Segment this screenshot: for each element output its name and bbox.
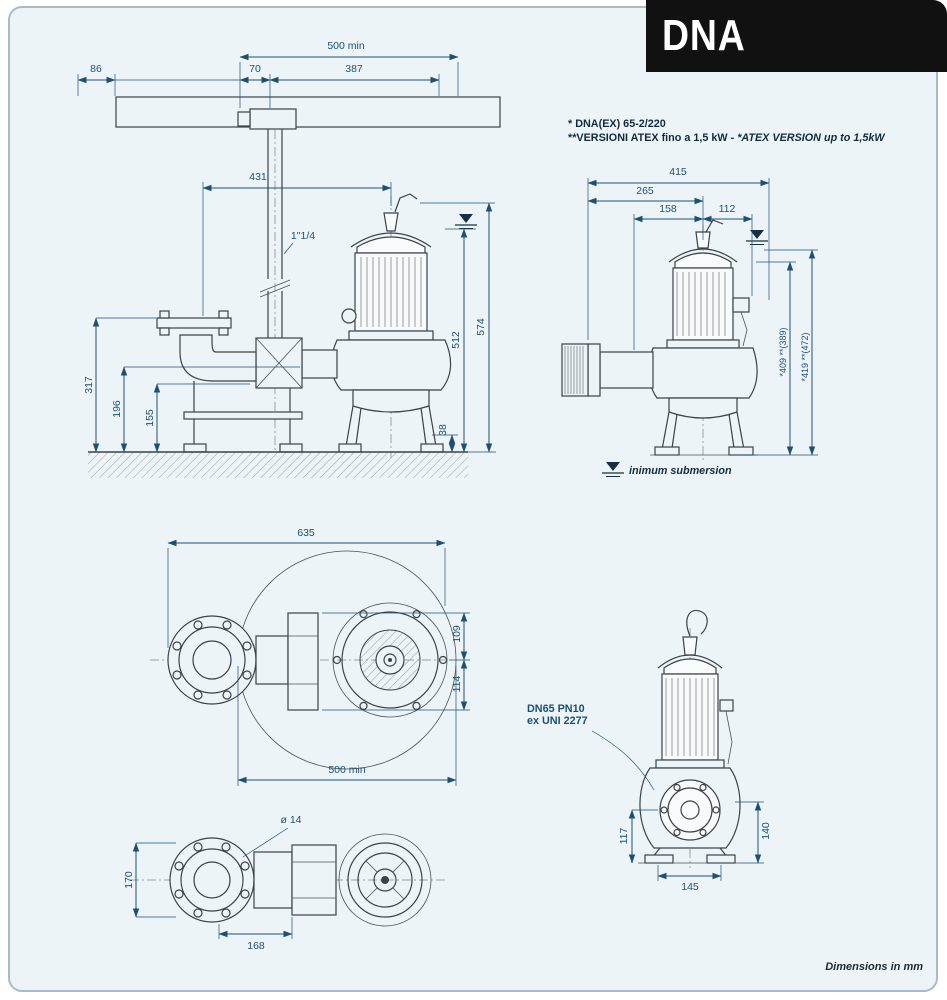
dim-label-500min: 500 min	[327, 40, 365, 52]
minimum-submersion-icon	[601, 461, 625, 478]
dim-label-170: 170	[123, 871, 135, 889]
guide-claw-plan	[255, 612, 319, 711]
dim-label-419: *419 **(472)	[800, 332, 810, 382]
flange-spec-line2: ex UNI 2277	[527, 715, 588, 727]
dim-label-hole-14: ø 14	[280, 814, 302, 826]
dim-label-574: 574	[475, 318, 487, 336]
pump-plan	[332, 602, 448, 718]
drawing-sheet	[8, 6, 938, 992]
pump-front-view	[638, 609, 742, 864]
atex-note-italian: **VERSIONI ATEX fino a 1,5 kW -	[568, 132, 738, 144]
dim-label-155: 155	[144, 409, 156, 427]
impeller-bottom	[338, 833, 432, 927]
front-dimensions	[628, 801, 764, 881]
plan-dimensions	[167, 539, 470, 786]
dim-label-145: 145	[681, 881, 699, 893]
units-note: Dimensions in mm	[825, 961, 923, 973]
dim-label-196: 196	[111, 400, 123, 418]
brand-header: DNA	[646, 0, 947, 72]
dim-label-158: 158	[659, 203, 677, 215]
pipe-bracket	[249, 108, 297, 130]
dim-label-409: *409 **(389)	[778, 327, 788, 377]
flange-plan	[167, 615, 257, 705]
dim-label-140: 140	[760, 822, 772, 840]
dim-label-265: 265	[636, 185, 654, 197]
flange-leader-line	[591, 730, 655, 791]
discharge-elbow	[156, 310, 303, 453]
bottom-dimensions	[132, 842, 293, 939]
dim-label-38: 38	[437, 424, 449, 436]
installation-view	[77, 53, 501, 478]
dim-label-86: 86	[90, 63, 102, 75]
water-level-icon	[745, 229, 769, 246]
dim-label-112: 112	[718, 203, 736, 215]
dim-label-114: 114	[451, 675, 463, 693]
dim-label-415: 415	[669, 166, 687, 178]
model-note: * DNA(EX) 65-2/220	[568, 118, 666, 130]
plan-view	[150, 539, 470, 786]
pump-section-view	[255, 193, 452, 453]
page-title: DNA	[662, 11, 746, 60]
submersion-note: inimum submersion	[629, 465, 732, 477]
bottom-view	[130, 827, 445, 939]
dim-label-317: 317	[83, 376, 95, 394]
atex-note: **VERSIONI ATEX fino a 1,5 kW - *ATEX VE…	[568, 132, 885, 144]
dim-label-635: 635	[297, 527, 315, 539]
thread-label: 1"1/4	[290, 230, 316, 242]
atex-note-english: *ATEX VERSION up to 1,5kW	[737, 132, 885, 144]
dim-label-117: 117	[618, 827, 630, 845]
front-view	[591, 609, 764, 881]
installation-dimensions	[77, 53, 496, 453]
water-level-icon	[454, 213, 478, 230]
flange-bottom	[169, 837, 255, 923]
dim-label-168: 168	[247, 940, 265, 952]
side-view-dimensions	[587, 178, 818, 456]
dim-label-512: 512	[450, 331, 462, 349]
ceiling-slab	[115, 96, 501, 128]
side-view	[561, 178, 818, 460]
dim-label-387: 387	[345, 63, 363, 75]
dim-label-500min-plan: 500 min	[328, 764, 366, 776]
floor-hatch	[88, 452, 468, 478]
flange-spec-line1: DN65 PN10	[527, 703, 585, 715]
dim-label-431: 431	[249, 171, 267, 183]
bracket-bottom	[253, 844, 337, 916]
dim-label-70: 70	[249, 63, 261, 75]
dim-label-109: 109	[451, 625, 463, 643]
hole-leader-line	[242, 827, 289, 858]
pump-side-view	[561, 219, 758, 456]
